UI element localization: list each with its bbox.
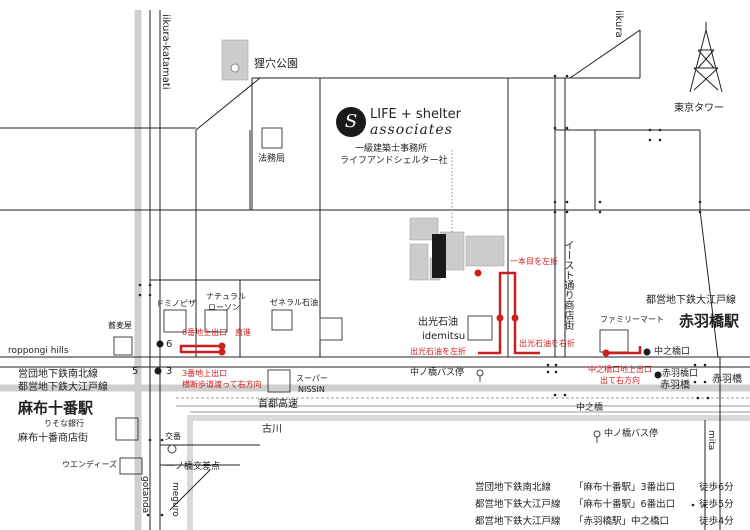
logo-wordmark: LIFE + shelter	[370, 107, 461, 122]
oedo-label-2: 都営地下鉄大江戸線	[18, 382, 108, 393]
ichinohashi-label: 一ノ橋交差点	[166, 462, 221, 472]
street-grid	[0, 10, 750, 530]
domino-label: ドミノピザ	[156, 299, 196, 308]
office-building	[432, 234, 446, 278]
exit-5-number: 5	[132, 366, 139, 377]
access-station: 「麻布十番駅」3番出口	[574, 482, 676, 493]
wendys-label: ウエンディーズ	[62, 460, 118, 469]
park-marker	[230, 63, 240, 73]
office-name: ライフアンドシェルター社	[340, 156, 448, 166]
landmark-boxes	[113, 127, 629, 475]
buildings	[221, 39, 505, 281]
access-line: 都営地下鉄大江戸線	[475, 499, 561, 510]
road-label-mita: mita	[706, 430, 716, 451]
access-station: 「赤羽橋駅」中之橋口	[574, 516, 670, 527]
river-label: 古川	[262, 424, 282, 435]
bus-stop-label-1: 中ノ橋バス停	[410, 368, 465, 378]
namboku-label: 営団地下鉄南北線	[18, 369, 98, 380]
logo-icon: S	[336, 107, 366, 137]
expressway-label: 首都高速	[258, 399, 298, 410]
road-label-katamati: iikura-katamati	[160, 14, 171, 90]
access-station: 「麻布十番駅」6番出口	[574, 499, 676, 510]
akabanebashi-road-label: 赤羽橋	[712, 374, 742, 385]
east-street-label: イースト通り商店街	[562, 240, 573, 330]
lawson-label: ローソン	[208, 303, 240, 312]
akabanebashi-label: 赤羽橋	[660, 380, 690, 391]
signal-dots	[138, 74, 710, 517]
direction-idemitsu-left: 出光石油を左折	[410, 347, 466, 356]
access-time: 徒歩6分	[699, 482, 734, 493]
route-points	[218, 269, 610, 357]
direction-straight: 直進	[235, 328, 251, 337]
general-label: ゼネラル石油	[270, 298, 318, 307]
resona-label: りそな銀行	[44, 419, 84, 428]
soba-label: 蕎麦屋	[108, 321, 132, 330]
exit-6-number: 6	[166, 339, 173, 350]
direction-turn-right: 出て右方向	[600, 376, 640, 385]
road-label-gotanda: gotanda	[140, 476, 150, 514]
direction-first-left: 一本目を左折	[510, 257, 558, 266]
direction-crosswalk: 横断歩道渡って右方向	[182, 380, 262, 389]
idemitsu-label: 出光石油	[418, 317, 458, 328]
bus-stop-icons	[476, 369, 601, 443]
direction-exit6: 6番地上出口	[182, 328, 228, 337]
access-line: 都営地下鉄大江戸線	[475, 516, 561, 527]
direction-idemitsu-right: 出光石油を右折	[519, 339, 575, 348]
access-time: 徒歩5分	[699, 499, 734, 510]
major-roads	[0, 10, 750, 530]
tokyo-tower-label: 東京タワー	[674, 103, 724, 114]
station-exits	[154, 340, 662, 379]
access-line: 営団地下鉄南北線	[475, 482, 552, 493]
office-type: 一級建築士事務所	[355, 144, 428, 154]
road-label-iikura: iikura	[613, 10, 624, 38]
park-label: 狸穴公園	[254, 57, 298, 70]
akabanebashi-station: 赤羽橋駅	[679, 312, 740, 330]
akabanebashi-exit-label: 赤羽橋口	[662, 369, 699, 379]
supermarket-name: NISSIN	[298, 385, 325, 394]
roppongi-label: roppongi hills	[8, 346, 69, 356]
walking-route	[179, 271, 642, 355]
koban-icon	[167, 444, 177, 454]
houmukyoku-label: 法務局	[258, 154, 286, 164]
direction-exit3: 3番地上出口	[182, 369, 228, 378]
koban-label: 交番	[165, 432, 181, 441]
oedo-line-label: 都営地下鉄大江戸線	[646, 295, 736, 306]
tokyo-tower-icon	[689, 22, 723, 93]
family-label: ファミリーマート	[600, 315, 664, 324]
exit-3-number: 3	[166, 366, 173, 377]
access-row: 都営地下鉄大江戸線 「麻布十番駅」6番出口 徒歩5分	[475, 496, 734, 510]
access-time: 徒歩4分	[699, 516, 734, 527]
access-row: 都営地下鉄大江戸線 「赤羽橋駅」中之橋口 徒歩4分	[475, 513, 734, 527]
expressway-and-river	[176, 397, 750, 530]
bus-stop-label-2: 中ノ橋バス停	[604, 429, 659, 439]
natural-label: ナチュラル	[206, 292, 246, 301]
direction-nakanohashi-exit: 中之橋口地上出口	[588, 365, 652, 374]
nakanohashi-label: 中之橋	[576, 403, 604, 413]
shotengai-label: 麻布十番商店街	[18, 433, 88, 444]
road-label-meguro: meguro	[170, 482, 180, 517]
azabu-station: 麻布十番駅	[18, 399, 94, 417]
access-row: 営団地下鉄南北線 「麻布十番駅」3番出口 徒歩6分	[475, 479, 734, 493]
nakanohashi-exit-label: 中之橋口	[654, 347, 691, 357]
idemitsu-en-label: idemitsu	[422, 331, 466, 342]
logo-script: associates	[370, 122, 453, 138]
supermarket-label: スーパー	[296, 374, 328, 383]
